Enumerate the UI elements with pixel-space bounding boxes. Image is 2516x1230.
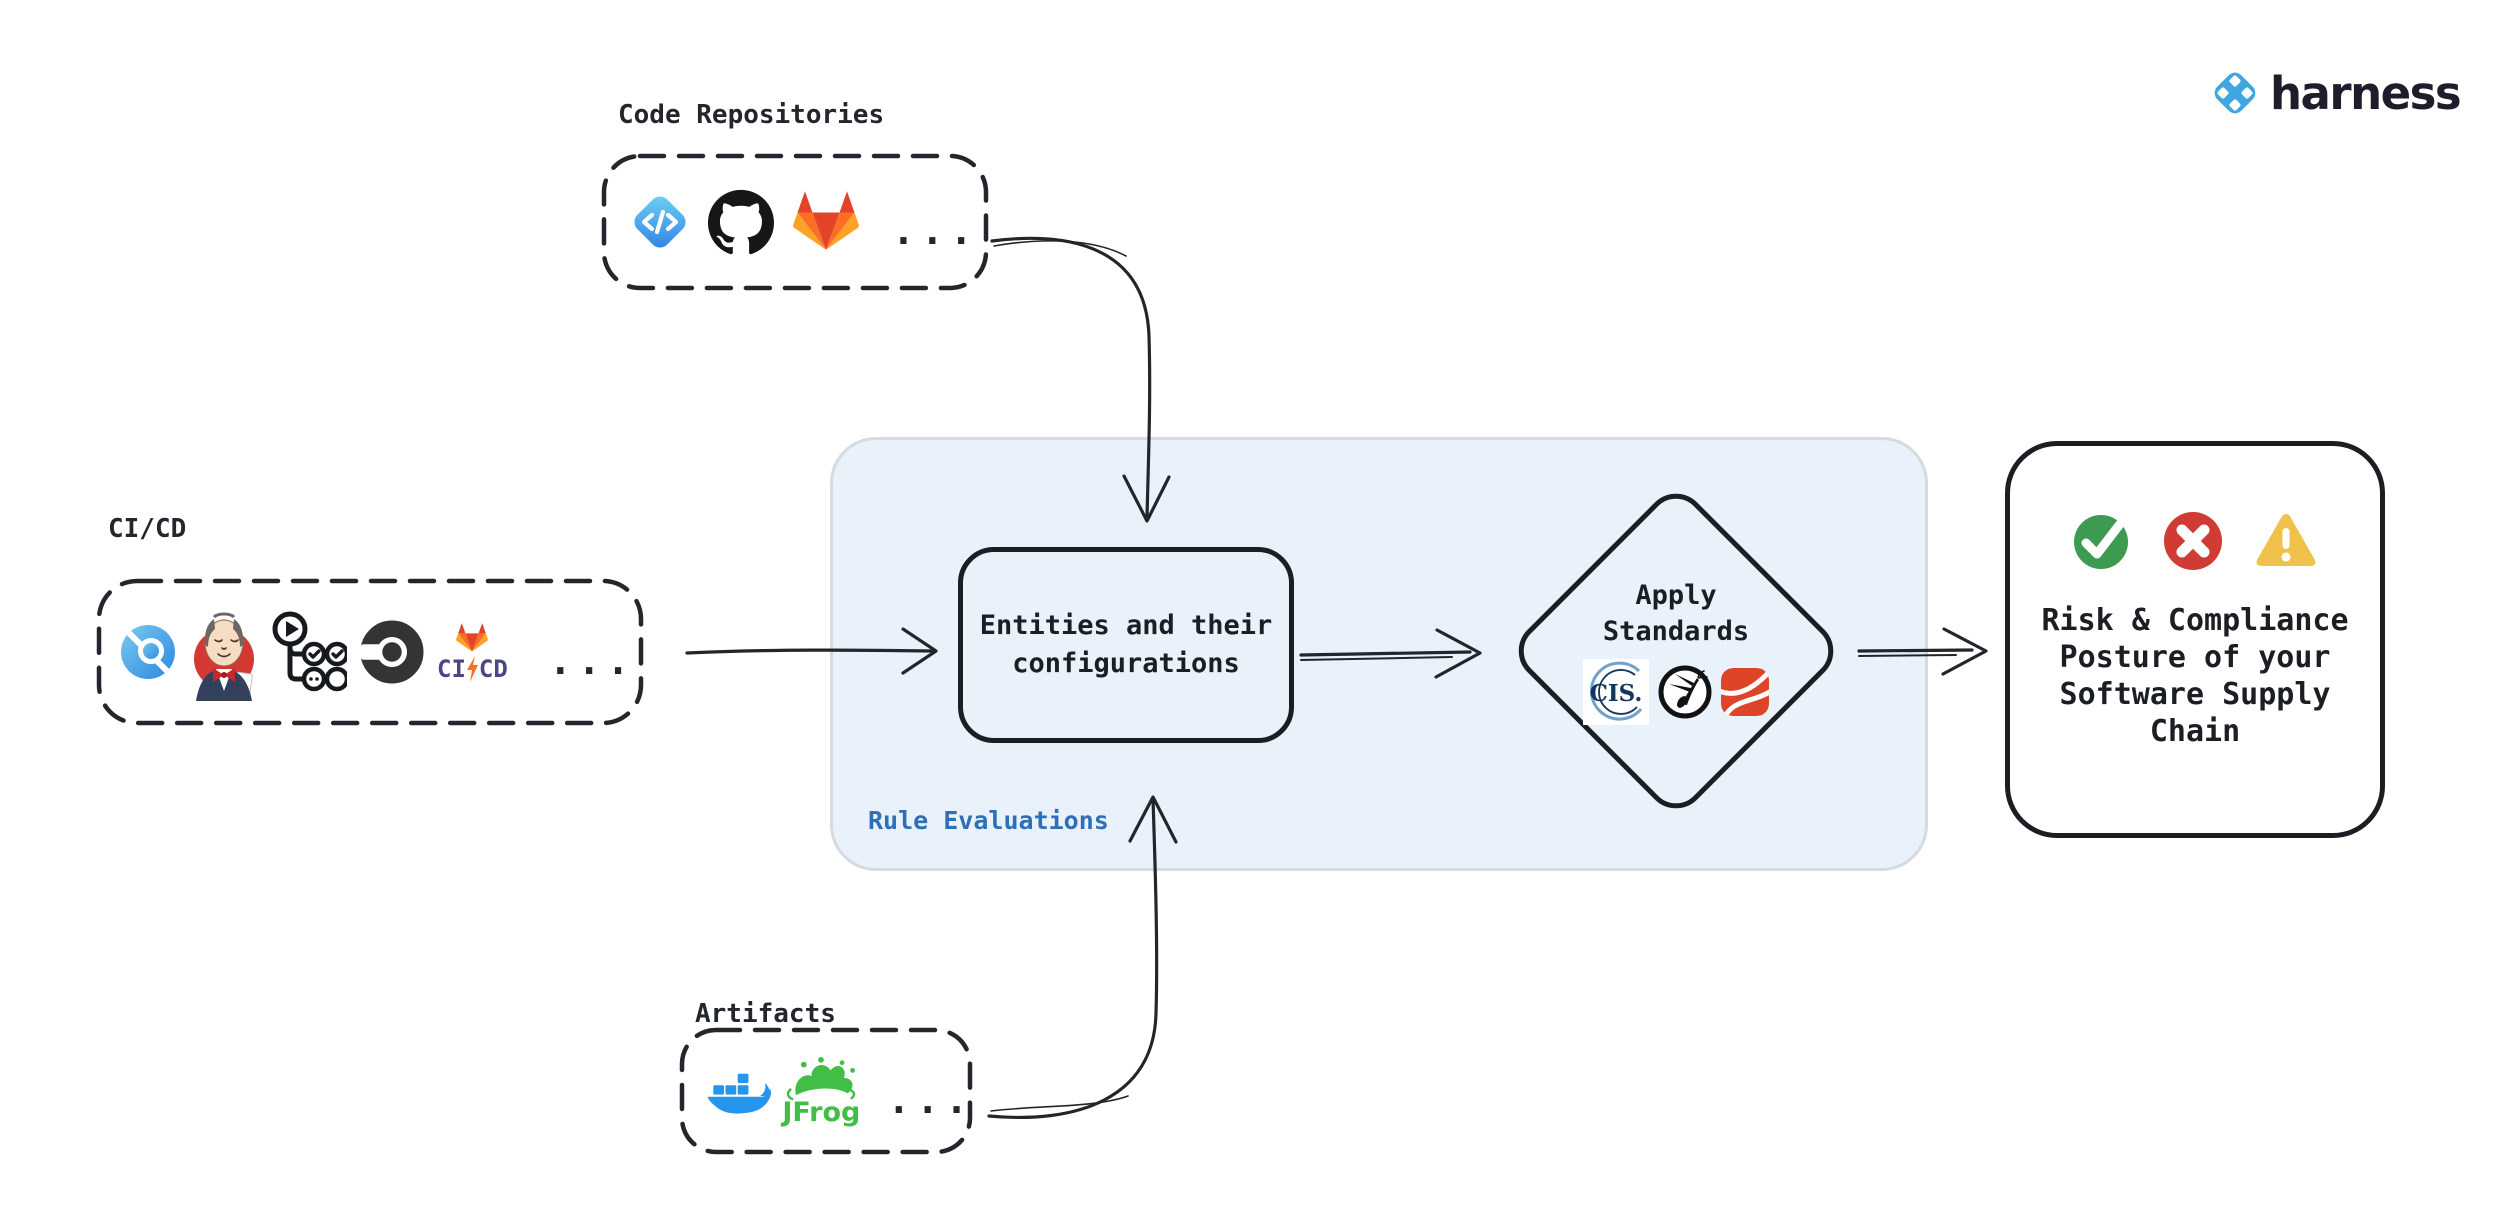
harness-code-icon — [634, 196, 686, 248]
entities-line2: configurations — [1012, 648, 1240, 679]
more-cicd-ellipsis: ... — [548, 639, 636, 683]
outcome-line: Posture of your — [2059, 640, 2331, 675]
cicd-label: CI/CD — [108, 514, 187, 544]
owasp-icon — [1658, 665, 1712, 719]
cicd-box: CI CD ... — [95, 577, 645, 727]
rule-evaluations-label: Rule Evaluations — [868, 806, 1109, 835]
code-repositories-box: ... — [600, 152, 990, 292]
apply-standards-line2: Standards — [1602, 616, 1750, 647]
docker-icon — [707, 1073, 772, 1114]
more-repos-ellipsis: ... — [892, 209, 979, 253]
harness-wordmark: harness — [2270, 66, 2462, 120]
gitlab-ci-text: CI — [437, 655, 466, 683]
standards-icons: CIS. — [1576, 659, 1776, 725]
circleci-icon — [360, 620, 424, 684]
jfrog-splash-icon — [787, 1056, 856, 1100]
github-actions-icon — [272, 611, 347, 692]
code-repositories-label: Code Repositories — [618, 100, 885, 130]
entities-line1: Entities and their — [979, 610, 1273, 641]
harness-ci-icon — [121, 625, 175, 679]
entities-node: Entities and their configurations — [958, 547, 1294, 743]
gitlab-tanuki-icon — [456, 623, 489, 652]
jfrog-wordmark: JFrog — [782, 1096, 861, 1128]
success-check-icon — [2074, 515, 2128, 569]
dashed-border — [679, 1027, 973, 1155]
outcome-line: Risk & Compliance — [2041, 603, 2349, 638]
gitlab-cicd-icon: CI CD — [437, 622, 508, 682]
cis-text: CIS. — [1590, 680, 1643, 707]
outcome-line: Chain — [2149, 714, 2241, 749]
status-icons — [2010, 510, 2380, 572]
apply-standards-text: Apply Standards — [1556, 578, 1796, 650]
harness-mark-icon — [2214, 72, 2256, 114]
github-icon — [708, 189, 774, 255]
gitlab-cd-text: CD — [478, 655, 508, 683]
dashed-border — [96, 578, 644, 726]
artifacts-box: JFrog ... — [678, 1026, 974, 1156]
lightning-bolt-icon — [466, 656, 478, 682]
outcome-text: Risk & Compliance Posture of your Softwa… — [2010, 602, 2380, 750]
apply-standards-line1: Apply — [1635, 580, 1717, 611]
outcome-line: Software Supply — [2059, 677, 2331, 712]
outcome-node: Risk & Compliance Posture of your Softwa… — [2005, 441, 2385, 838]
gitlab-icon — [793, 191, 859, 250]
harness-logo: harness — [2206, 64, 2462, 122]
jfrog-icon: JFrog — [781, 1056, 861, 1128]
warning-triangle-icon — [2256, 514, 2316, 566]
fail-cross-icon — [2164, 512, 2222, 570]
cis-icon: CIS. — [1583, 659, 1649, 725]
more-artifacts-ellipsis: ... — [887, 1078, 974, 1122]
dashed-border — [601, 153, 989, 291]
artifacts-label: Artifacts — [695, 999, 836, 1029]
jenkins-icon — [194, 612, 254, 701]
red-swirl-standard-icon — [1721, 668, 1769, 716]
